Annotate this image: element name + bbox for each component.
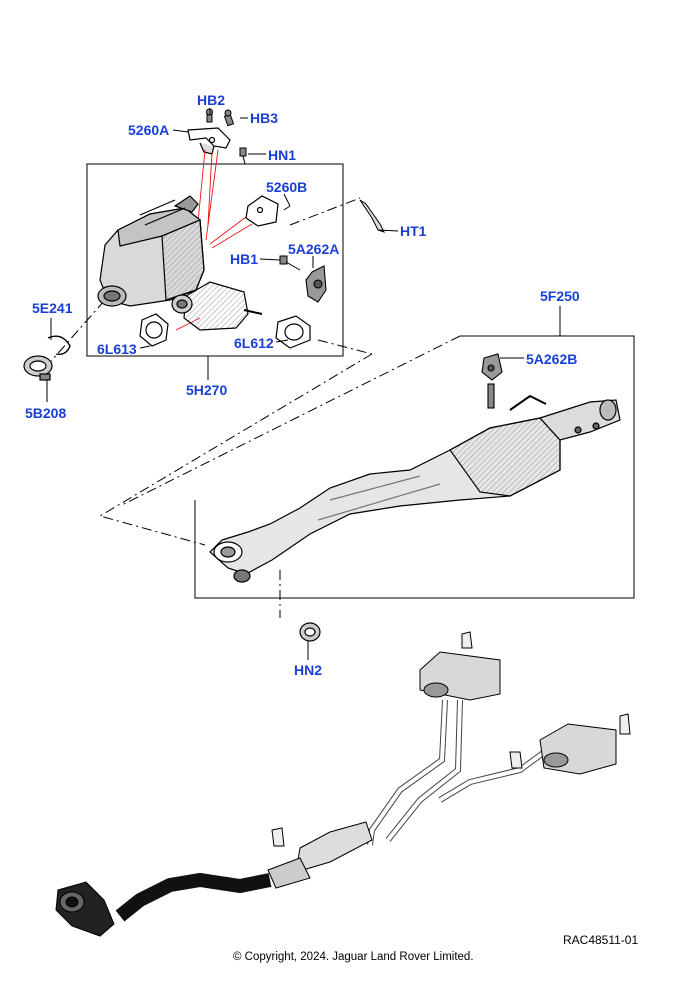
label-hb3: HB3 <box>250 110 278 126</box>
label-leader-lines <box>46 108 561 660</box>
label-5b208: 5B208 <box>25 405 66 421</box>
particulate-filter-assembly <box>97 195 263 331</box>
copyright-notice: © Copyright, 2024. Jaguar Land Rover Lim… <box>233 951 474 963</box>
clamp-5b208 <box>23 355 53 381</box>
label-5260a: 5260A <box>128 122 169 138</box>
bolt-hb3 <box>223 109 235 127</box>
bolt-hn1 <box>239 147 247 165</box>
red-leader-lines <box>175 149 253 331</box>
label-5e241: 5E241 <box>32 300 73 316</box>
dash-dot-lines <box>44 197 461 618</box>
label-hn2: HN2 <box>294 662 322 678</box>
hanger-5a262b <box>481 353 503 409</box>
label-5a262a: 5A262A <box>288 241 339 257</box>
hanger-5a262a <box>305 265 327 303</box>
reference-code: RAC48511-01 <box>563 933 638 947</box>
nut-hn2 <box>299 622 321 642</box>
label-5f250: 5F250 <box>540 288 580 304</box>
label-hb2: HB2 <box>197 92 225 108</box>
label-6l612: 6L612 <box>234 335 274 351</box>
label-5260b: 5260B <box>266 179 307 195</box>
label-6l613: 6L613 <box>97 341 137 357</box>
label-hn1: HN1 <box>268 147 296 163</box>
group-box-5f250 <box>194 335 635 599</box>
gasket-6l613 <box>139 313 169 347</box>
group-box-5h270 <box>86 163 344 357</box>
exhaust-system-overview <box>55 631 631 937</box>
gasket-6l612 <box>275 315 311 349</box>
label-5h270: 5H270 <box>186 382 227 398</box>
bracket-5260b <box>245 195 279 227</box>
label-hb1: HB1 <box>230 251 258 267</box>
bracket-5260a <box>187 127 231 155</box>
clamp-5e241 <box>47 335 71 356</box>
label-ht1: HT1 <box>400 223 427 239</box>
sensor-ht1 <box>359 199 385 233</box>
pipe-assembly-5f250 <box>209 394 621 583</box>
callout-labels: HB2 HB3 5260A HN1 5260B HT1 HB1 5A262A 5… <box>25 92 580 678</box>
label-5a262b: 5A262B <box>526 351 577 367</box>
bolt-hb1 <box>279 255 301 271</box>
